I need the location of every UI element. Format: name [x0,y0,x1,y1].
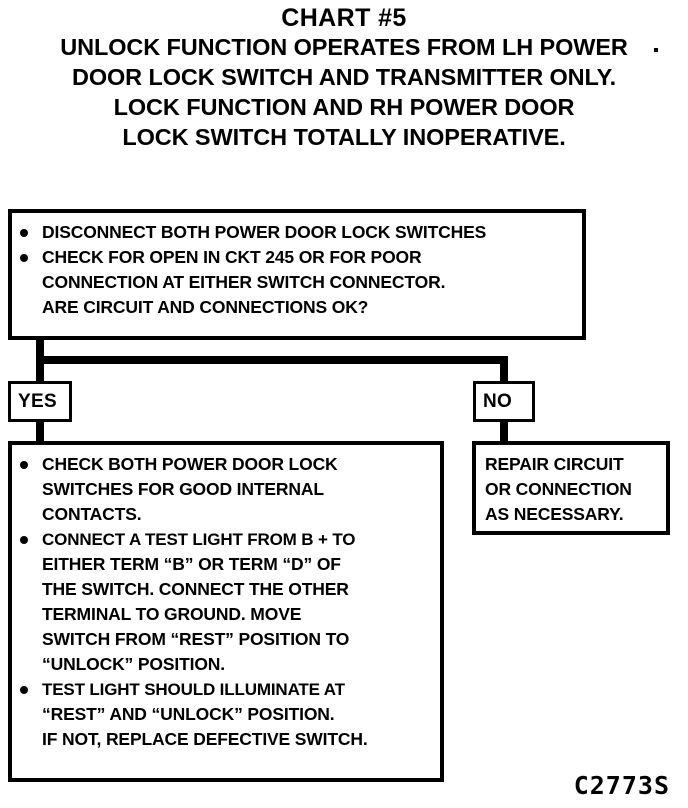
connector-decision-stub [36,340,44,364]
subtitle-line-3: LOCK FUNCTION AND RH POWER DOOR [113,94,575,120]
decision-box [8,209,586,340]
yes-result-box-content: CHECK BOTH POWER DOOR LOCK SWITCHES FOR … [12,452,440,752]
decision-item-2-line-3: ARE CIRCUIT AND CONNECTIONS OK? [42,297,369,317]
yes-item-1-line-2: SWITCHES FOR GOOD INTERNAL [42,479,324,499]
yes-item-2-line-6: “UNLOCK” POSITION. [42,654,225,674]
subtitle-line-2: DOOR LOCK SWITCH AND TRANSMITTER ONLY. [71,64,617,90]
code-stamp: C2773S [573,771,670,800]
branch-tag-no: NO [473,381,535,422]
branch-tag-yes: YES [8,381,72,422]
title-block: CHART #5 UNLOCK FUNCTION OPERATES FROM L… [0,4,688,152]
connector-yes-drop [36,356,44,386]
yes-item-2-line-2: EITHER TERM “B” OR TERM “D” OF [42,554,341,574]
yes-item-2-line-5: SWITCH FROM “REST” POSITION TO [42,629,350,649]
scan-speck [654,48,658,52]
yes-item-3-line-1: TEST LIGHT SHOULD ILLUMINATE AT [42,680,345,699]
branch-tag-no-label: NO [483,390,513,412]
connector-horizontal-bus [36,356,508,364]
connector-no-drop [500,356,508,386]
list-item: TEST LIGHT SHOULD ILLUMINATE AT [12,677,440,702]
branch-tag-yes-label: YES [18,390,57,412]
list-item: CHECK FOR OPEN IN CKT 245 OR FOR POOR [12,245,582,270]
connector-yes-to-box [36,418,44,444]
decision-box-content: DISCONNECT BOTH POWER DOOR LOCK SWITCHES… [12,220,582,320]
decision-item-2-line-2: CONNECTION AT EITHER SWITCH CONNECTOR. [42,272,446,292]
decision-item-2-line-1: CHECK FOR OPEN IN CKT 245 OR FOR POOR [42,247,422,267]
no-box-line-2: OR CONNECTION [485,479,632,499]
no-box-line-1: REPAIR CIRCUIT [485,454,624,474]
no-box-line-3: AS NECESSARY. [485,504,624,524]
decision-item-1-line-1: DISCONNECT BOTH POWER DOOR LOCK SWITCHES [42,222,487,242]
yes-item-2-line-3: THE SWITCH. CONNECT THE OTHER [42,579,349,599]
list-item: CHECK BOTH POWER DOOR LOCK [12,452,440,477]
yes-item-1-line-1: CHECK BOTH POWER DOOR LOCK [42,454,338,474]
yes-item-2-line-1: CONNECT A TEST LIGHT FROM B + TO [42,530,356,549]
list-item: DISCONNECT BOTH POWER DOOR LOCK SWITCHES [12,220,582,245]
list-item: CONNECT A TEST LIGHT FROM B + TO [12,527,440,552]
subtitle-line-1: UNLOCK FUNCTION OPERATES FROM LH POWER [60,34,628,60]
no-result-box [472,441,670,535]
yes-item-1-line-3: CONTACTS. [42,504,142,524]
yes-item-2-line-4: TERMINAL TO GROUND. MOVE [42,604,302,624]
subtitle-line-4: LOCK SWITCH TOTALLY INOPERATIVE. [122,124,566,150]
yes-item-3-line-2: “REST” AND “UNLOCK” POSITION. [42,704,335,724]
chart-title: CHART #5 [281,4,407,32]
no-result-box-content: REPAIR CIRCUIT OR CONNECTION AS NECESSAR… [485,452,665,527]
connector-no-to-box [500,418,508,444]
yes-result-box [8,441,444,782]
yes-item-3-line-3: IF NOT, REPLACE DEFECTIVE SWITCH. [42,729,368,749]
